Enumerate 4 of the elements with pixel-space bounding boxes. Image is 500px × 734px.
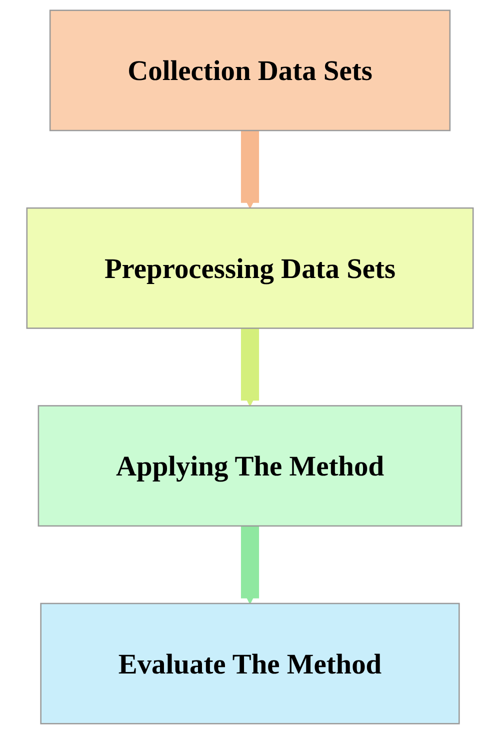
node-box: Applying The Method bbox=[38, 405, 462, 527]
node-box: Preprocessing Data Sets bbox=[26, 207, 474, 329]
node-box: Evaluate The Method bbox=[40, 602, 460, 724]
node-box: Collection Data Sets bbox=[49, 10, 451, 132]
